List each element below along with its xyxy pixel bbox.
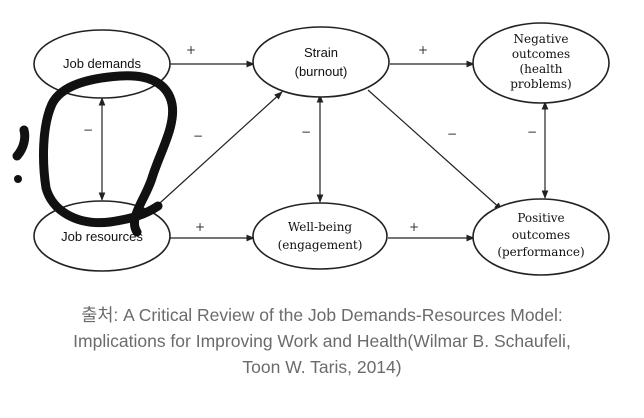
node-wellbeing-line-1: Well-being — [288, 220, 353, 234]
node-positive-line-3: (performance) — [497, 245, 584, 259]
sign-negative-positive: − — [527, 125, 537, 139]
caption-line-2: Implications for Improving Work and Heal… — [73, 331, 571, 351]
sign-resources-to-strain: − — [193, 129, 203, 143]
node-job-resources-label: Job resources — [61, 229, 143, 244]
sign-wellbeing-to-positive: + — [409, 220, 419, 234]
sign-demands-resources: − — [83, 123, 93, 137]
node-negative-line-1: Negative — [514, 32, 569, 46]
node-negative-outcomes: Negative outcomes (health problems) — [472, 22, 610, 104]
jdr-model-diagram: + + − − − − − + + Job demands Strain (bu… — [12, 22, 610, 276]
node-negative-line-4: problems) — [510, 77, 571, 91]
sign-strain-wellbeing: − — [301, 125, 311, 139]
node-negative-line-3: (health — [519, 62, 562, 76]
node-job-demands-label: Job demands — [63, 56, 142, 71]
node-strain-line-1: Strain — [304, 45, 338, 60]
caption-line-3: Toon W. Taris, 2014) — [242, 357, 402, 377]
handwritten-circle-annotation — [12, 71, 178, 237]
node-wellbeing-line-2: (engagement) — [278, 238, 363, 252]
node-positive-line-1: Positive — [517, 211, 564, 225]
sign-resources-to-wellbeing: + — [195, 220, 205, 234]
node-positive-line-2: outcomes — [512, 228, 570, 242]
sign-demands-to-strain: + — [186, 43, 196, 57]
node-job-demands: Job demands — [33, 29, 171, 99]
node-positive-outcomes: Positive outcomes (performance) — [472, 198, 610, 276]
sign-strain-to-negative: + — [418, 43, 428, 57]
edge-resources-to-strain — [149, 91, 283, 213]
node-well-being: Well-being (engagement) — [252, 202, 388, 270]
caption-line-1: 출처: A Critical Review of the Job Demands… — [81, 305, 563, 325]
source-caption: 출처: A Critical Review of the Job Demands… — [0, 302, 644, 380]
node-strain-line-2: (burnout) — [295, 64, 348, 79]
edge-strain-to-positive — [367, 89, 503, 211]
handwritten-dot — [14, 175, 22, 183]
sign-strain-to-positive: − — [447, 127, 457, 141]
node-negative-line-2: outcomes — [512, 47, 570, 61]
node-strain: Strain (burnout) — [252, 26, 390, 98]
